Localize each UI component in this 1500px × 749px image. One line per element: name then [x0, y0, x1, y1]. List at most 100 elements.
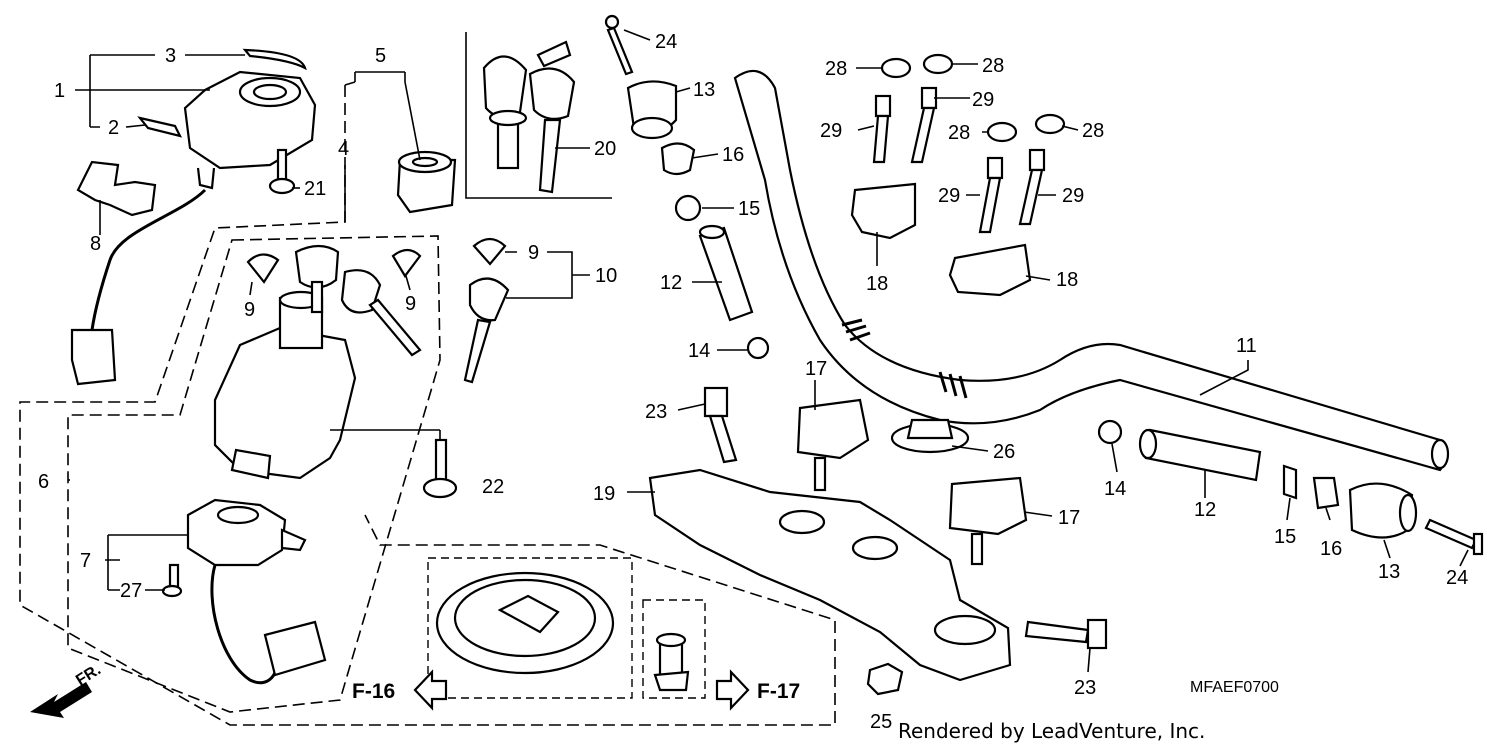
top-bridge-19-hole-c — [933, 614, 997, 646]
key-tag-9-set — [472, 237, 507, 266]
nut-14-right — [1097, 419, 1123, 445]
washer-15-top — [674, 194, 702, 222]
callout-7: 7 — [80, 550, 91, 572]
callout-25: 25 — [870, 711, 892, 733]
ref-f17: F-17 — [757, 680, 800, 703]
fuel-lock-outline — [642, 599, 706, 699]
switch-7 — [186, 498, 307, 567]
collar-16-right — [1312, 476, 1340, 510]
bolt-23-b — [1024, 618, 1108, 650]
cap-28-b — [922, 53, 954, 75]
screw-27 — [161, 563, 183, 598]
upper-holder-18-a — [850, 182, 917, 240]
cap-28-d — [1034, 113, 1066, 135]
callout-28-d: 28 — [1082, 120, 1104, 142]
front-arrow-icon — [30, 682, 92, 718]
callout-10: 10 — [595, 265, 617, 287]
bolt-29-b — [910, 86, 938, 164]
callout-29-d: 29 — [1062, 185, 1084, 207]
wire-harness-1 — [90, 188, 207, 331]
callout-13-top: 13 — [693, 79, 715, 101]
callout-2: 2 — [108, 117, 119, 139]
bar-end-13-right — [1348, 482, 1418, 539]
connector-1 — [70, 328, 117, 386]
bolt-29-a — [872, 94, 892, 164]
group-6-outline — [19, 85, 836, 726]
lower-holder-17-b — [948, 476, 1028, 566]
callout-12-top: 12 — [660, 272, 682, 294]
callout-22: 22 — [482, 476, 504, 498]
callout-28-c: 28 — [948, 122, 970, 144]
top-bridge-19 — [648, 468, 1012, 682]
callout-26: 26 — [993, 441, 1015, 463]
top-bridge-19-hole-b — [851, 535, 899, 561]
callout-18-top: 18 — [866, 273, 888, 295]
upper-holder-18-b — [948, 243, 1032, 297]
screw-24-right — [1424, 518, 1484, 556]
connector-7 — [263, 620, 327, 677]
callout-15-right: 15 — [1274, 526, 1296, 548]
group-4-outline — [67, 235, 441, 713]
lock-cylinder-5 — [396, 150, 457, 214]
key-a — [294, 244, 340, 314]
key-set-frame — [465, 32, 612, 199]
lower-holder-17-a — [796, 398, 870, 492]
callout-29-a: 29 — [820, 120, 842, 142]
weight-shaft-12-right — [1138, 428, 1262, 482]
callout-20: 20 — [594, 138, 616, 160]
bolt-29-d — [1018, 148, 1046, 226]
callout-8: 8 — [90, 233, 101, 255]
bar-end-13-top — [626, 80, 678, 140]
ref-arrow-left-icon — [413, 669, 448, 711]
callout-9-right: 9 — [405, 293, 416, 315]
cap-28-c — [986, 121, 1018, 143]
wire-clip-8 — [76, 160, 157, 217]
callout-28-b: 28 — [982, 55, 1004, 77]
callout-19: 19 — [593, 483, 615, 505]
callout-12-right: 12 — [1194, 499, 1216, 521]
fuel-lock — [653, 632, 690, 692]
callout-27: 27 — [120, 580, 142, 602]
top-bridge-19-hole-a — [778, 509, 826, 535]
callout-16-right: 16 — [1320, 538, 1342, 560]
fuel-cap-outline — [427, 557, 633, 699]
callout-13-right: 13 — [1378, 561, 1400, 583]
collar-16-top — [660, 142, 696, 176]
ignition-switch-body — [183, 70, 317, 190]
cap-28-a — [880, 57, 912, 79]
callout-18-lower: 18 — [1056, 269, 1078, 291]
ref-f16: F-16 — [352, 680, 395, 703]
bolt-29-c — [978, 156, 1004, 234]
handlebar-knurl-b — [938, 371, 968, 399]
callout-1: 1 — [54, 80, 65, 102]
credit-line: Rendered by LeadVenture, Inc. — [898, 719, 1205, 743]
callout-29-b: 29 — [972, 89, 994, 111]
callout-28-a: 28 — [825, 58, 847, 80]
callout-5: 5 — [375, 45, 386, 67]
screw-21 — [268, 148, 296, 195]
key-b — [340, 269, 422, 357]
callout-29-c: 29 — [938, 185, 960, 207]
handlebar-11-end — [1430, 438, 1450, 470]
key-set-20 — [482, 40, 576, 194]
callout-14-right: 14 — [1104, 478, 1126, 500]
callout-23-right: 23 — [1074, 677, 1096, 699]
callout-17-top: 17 — [805, 358, 827, 380]
nut-25 — [866, 662, 904, 696]
diagram-code: MFAEF0700 — [1190, 679, 1279, 696]
callout-9-set: 9 — [528, 242, 539, 264]
main-switch-4 — [213, 290, 357, 480]
handlebar-knurl-a — [841, 318, 871, 342]
callout-16-top: 16 — [722, 144, 744, 166]
screw-22 — [422, 438, 458, 499]
bolt-23-a — [703, 386, 738, 464]
callout-21: 21 — [304, 178, 326, 200]
key-tag-9-left — [246, 253, 280, 284]
callout-11: 11 — [1236, 335, 1257, 357]
stem-nut-26 — [890, 418, 970, 454]
washer-15-right — [1282, 464, 1298, 500]
weight-shaft-12-top — [698, 224, 754, 322]
ref-arrow-right-icon — [715, 669, 750, 711]
leader-lines — [68, 29, 1469, 673]
